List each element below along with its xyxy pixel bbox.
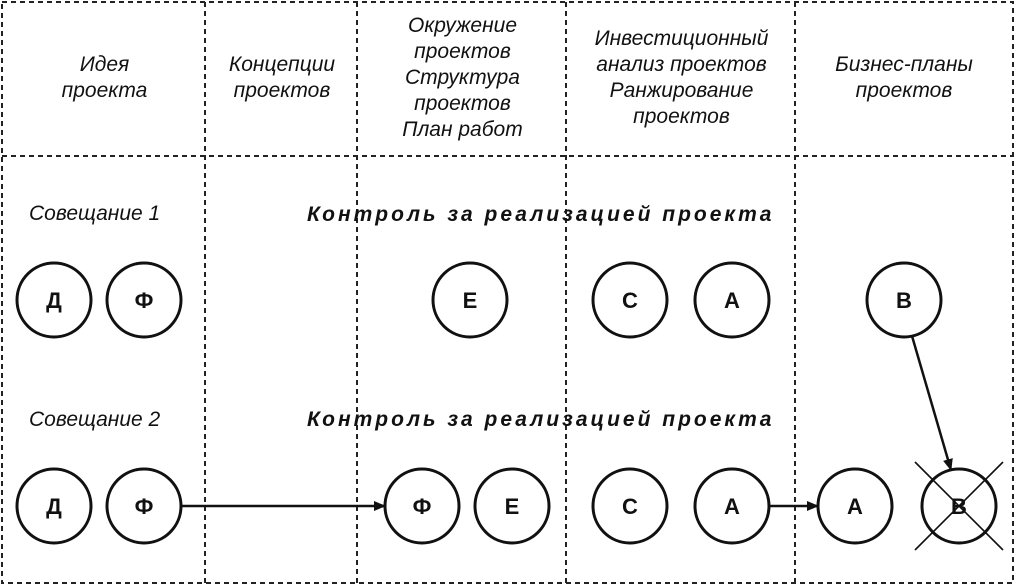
- node-2-1: Д: [15, 467, 93, 545]
- node-2-5: С: [591, 467, 669, 545]
- node-circle: [105, 261, 183, 339]
- node-letter: С: [622, 494, 638, 519]
- meeting-1-control-caption: Контроль за реализацией проекта: [307, 203, 775, 226]
- node-1-3: Е: [431, 261, 509, 339]
- node-letter: Ф: [413, 494, 432, 519]
- node-1-1: Д: [15, 261, 93, 339]
- nodes: Д Ф Е С А В Д Ф Ф Е С А А В: [15, 261, 1004, 551]
- node-circle: [693, 261, 771, 339]
- node-circle: [15, 467, 93, 545]
- node-1-2: Ф: [105, 261, 183, 339]
- column-header-idea: Идея проекта: [4, 0, 205, 156]
- node-letter: А: [724, 494, 740, 519]
- arrow-3: [910, 335, 953, 471]
- node-letter: А: [724, 288, 740, 313]
- header-line: Ранжирование: [609, 79, 754, 102]
- header-line: проектов: [855, 79, 953, 102]
- node-2-6: А: [693, 467, 771, 545]
- node-circle: [105, 467, 183, 545]
- header-line: проектов: [633, 105, 730, 128]
- header-line: анализ проектов: [596, 53, 767, 76]
- meeting-2-label: Совещание 2: [29, 408, 161, 431]
- node-2-2: Ф: [105, 467, 183, 545]
- node-letter: Д: [46, 288, 62, 313]
- node-letter: Ф: [135, 494, 154, 519]
- node-1-5: А: [693, 261, 771, 339]
- node-2-3: Ф: [383, 467, 461, 545]
- node-circle: [473, 467, 551, 545]
- column-header-concepts-text: Концепции проектов: [229, 52, 335, 104]
- arrows: [181, 335, 953, 511]
- node-2-8: В: [914, 461, 1004, 551]
- node-letter: Д: [46, 494, 62, 519]
- node-circle: [816, 467, 894, 545]
- header-line: Окружение: [407, 14, 517, 37]
- column-header-investment-text: Инвестиционный анализ проектов Ранжирова…: [595, 26, 769, 130]
- header-line: Бизнес-планы: [835, 53, 973, 76]
- node-letter: Е: [505, 494, 520, 519]
- column-header-concepts: Концепции проектов: [207, 0, 357, 156]
- cross-mark-stroke-2: [914, 461, 1004, 551]
- node-circle: [591, 261, 669, 339]
- header-line: Структура: [405, 66, 520, 89]
- node-letter: С: [622, 288, 638, 313]
- column-header-idea-text: Идея проекта: [62, 52, 148, 104]
- header-line: проектов: [233, 79, 331, 102]
- column-header-environment-text: Окружение проектов Структура проектов Пл…: [402, 13, 522, 143]
- node-circle: [865, 261, 943, 339]
- node-letter: В: [896, 288, 912, 313]
- meeting-1-label: Совещание 1: [29, 202, 161, 225]
- column-header-business-plans-text: Бизнес-планы проектов: [835, 52, 973, 104]
- node-1-6: В: [865, 261, 943, 339]
- header-line: проекта: [61, 79, 148, 102]
- node-letter: А: [847, 494, 863, 519]
- column-header-environment: Окружение проектов Структура проектов Пл…: [359, 0, 566, 156]
- node-2-4: Е: [473, 467, 551, 545]
- column-header-business-plans: Бизнес-планы проектов: [797, 0, 1011, 156]
- meeting-2-control-caption: Контроль за реализацией проекта: [307, 408, 775, 431]
- header-line: Инвестиционный: [594, 27, 769, 50]
- header-line: проектов: [414, 40, 511, 63]
- node-circle: [383, 467, 461, 545]
- header-line: проектов: [414, 92, 511, 115]
- node-letter: Ф: [135, 288, 154, 313]
- header-line: Идея: [79, 53, 130, 76]
- node-circle: [693, 467, 771, 545]
- node-circle: [15, 261, 93, 339]
- node-letter: Е: [463, 288, 478, 313]
- node-circle: [591, 467, 669, 545]
- node-1-4: С: [591, 261, 669, 339]
- header-line: План работ: [402, 118, 523, 141]
- node-2-7: А: [816, 467, 894, 545]
- node-circle: [431, 261, 509, 339]
- column-header-investment: Инвестиционный анализ проектов Ранжирова…: [568, 0, 795, 156]
- header-line: Концепции: [228, 53, 336, 76]
